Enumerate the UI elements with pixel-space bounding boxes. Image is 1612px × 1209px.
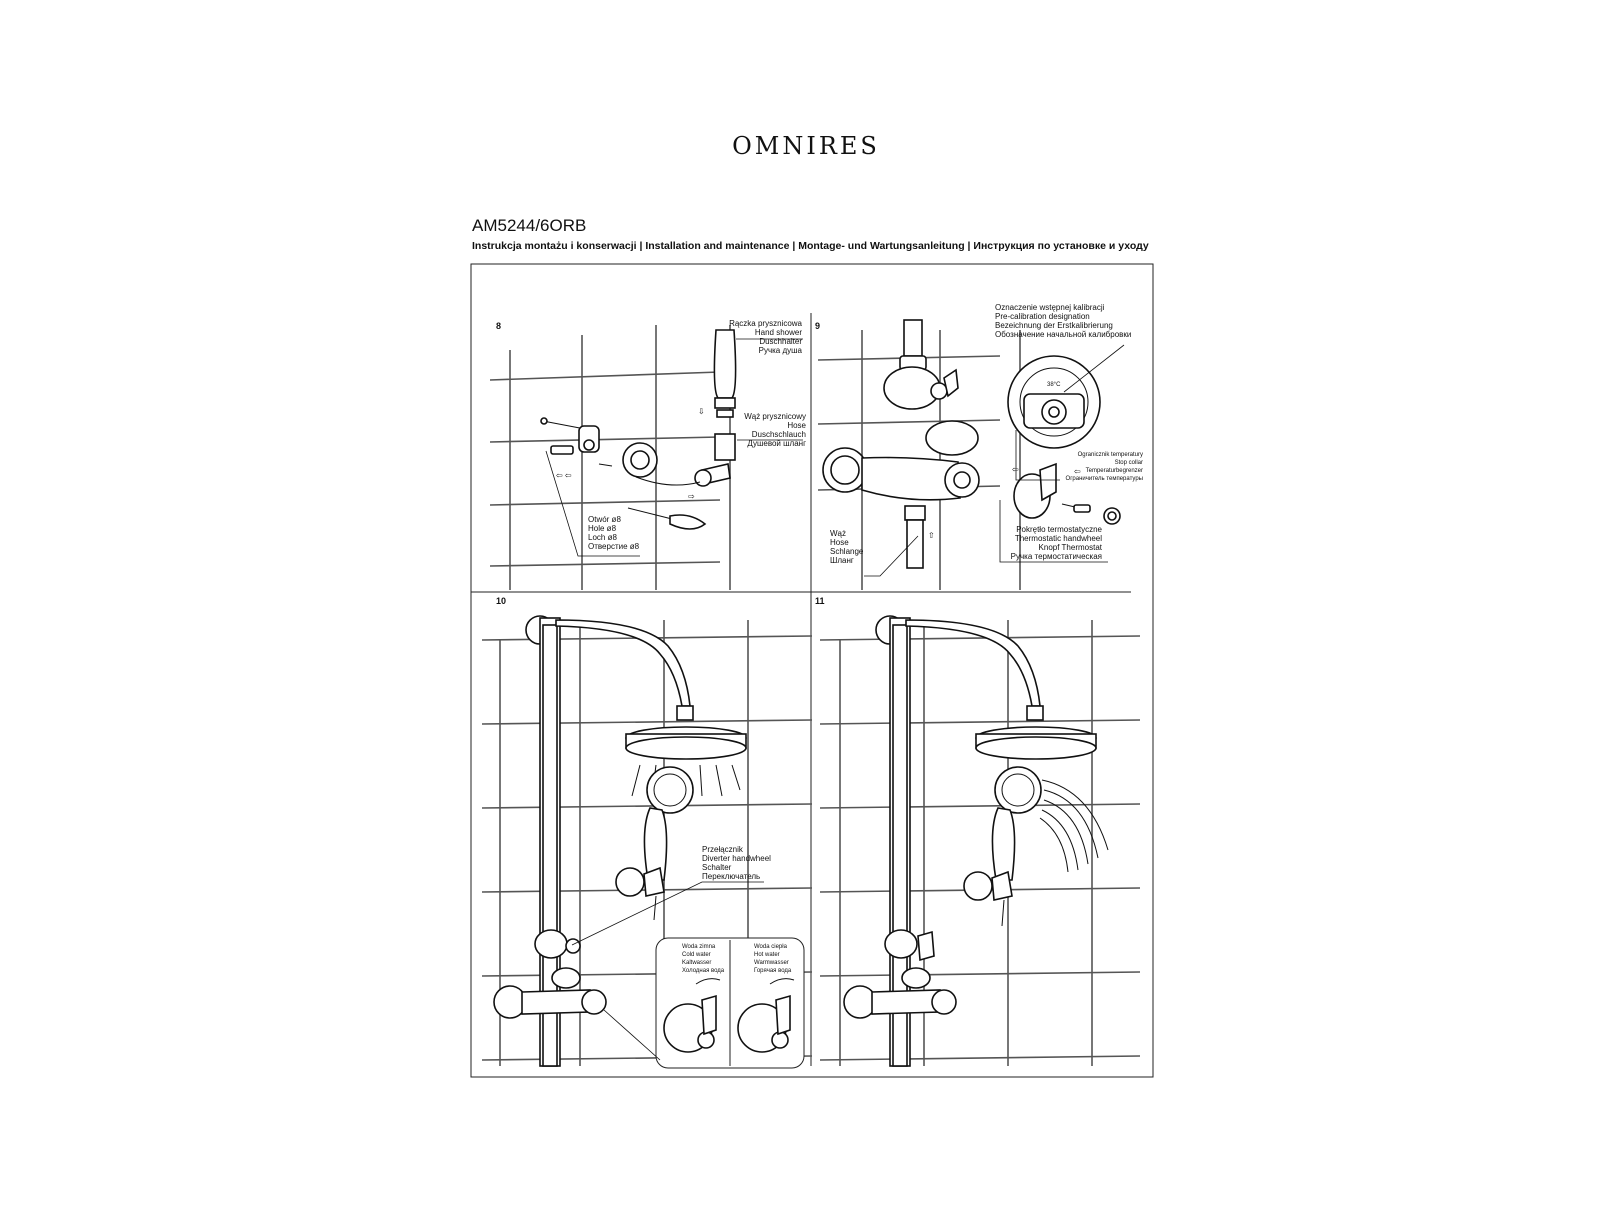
arrow-icon: ⇦ xyxy=(1074,467,1081,476)
svg-text:Knopf Thermostat: Knopf Thermostat xyxy=(1039,543,1103,552)
panel-number: 10 xyxy=(496,596,506,606)
leader-lines xyxy=(545,338,803,557)
label-hole: Otwór ø8 Hole ø8 Loch ø8 Отверстие ø8 xyxy=(588,515,640,551)
thermostatic-handwheel-icon: ⇦ ⇦ xyxy=(1012,462,1121,525)
svg-text:Горячая вода: Горячая вода xyxy=(754,968,792,974)
hot-cold-detail-inset: Woda zimna Cold water Kaltwasser Холодна… xyxy=(655,937,805,1069)
brand-logo: OMNIRES xyxy=(732,132,880,160)
svg-text:Переключатель: Переключатель xyxy=(702,872,760,881)
svg-text:Duschhalter: Duschhalter xyxy=(759,337,802,346)
label-hot-water: Woda ciepła Hot water Warmwasser Горячая… xyxy=(754,944,792,974)
hand-shower-icon: ⇩ ⇨ xyxy=(635,329,737,501)
thermostatic-mixer-icon: ⇧ xyxy=(822,319,980,569)
svg-text:Kaltwasser: Kaltwasser xyxy=(682,960,711,966)
panel-10: 10 xyxy=(482,596,812,1069)
svg-text:Ограничитель температуры: Ограничитель температуры xyxy=(1066,476,1143,482)
svg-text:Diverter handwheel: Diverter handwheel xyxy=(702,854,771,863)
panel-number: 9 xyxy=(815,321,820,331)
svg-text:Temperaturbegrenzer: Temperaturbegrenzer xyxy=(1086,468,1143,474)
svg-text:Rączka prysznicowa: Rączka prysznicowa xyxy=(729,319,802,328)
svg-text:Wąż prysznicowy: Wąż prysznicowy xyxy=(744,412,806,421)
panel-11: 11 xyxy=(815,596,1140,1067)
svg-text:Pokrętło termostatyczne: Pokrętło termostatyczne xyxy=(1016,525,1102,534)
svg-text:Hole ø8: Hole ø8 xyxy=(588,524,617,533)
calibration-detail-icon: 38°C xyxy=(1007,355,1101,449)
label-hose: Wąż prysznicowy Hose Duschschlauch Душев… xyxy=(744,412,806,448)
model-number: AM5244/6ORB xyxy=(472,216,587,235)
svg-text:Loch ø8: Loch ø8 xyxy=(588,533,617,542)
svg-text:Отверстие ø8: Отверстие ø8 xyxy=(588,542,640,551)
svg-text:Душевой шланг: Душевой шланг xyxy=(747,439,806,448)
leader-lines xyxy=(571,881,764,1061)
svg-text:Pre-calibration designation: Pre-calibration designation xyxy=(995,312,1090,321)
wall-tiles xyxy=(820,620,1140,1066)
arrow-icon: ⇦ ⇦ xyxy=(556,471,572,480)
svg-text:Холодная вода: Холодная вода xyxy=(682,968,725,974)
svg-text:Шланг: Шланг xyxy=(830,556,854,565)
label-pre-calibration: Oznaczenie wstępnej kalibracji Pre-calib… xyxy=(995,303,1131,339)
svg-text:Thermostatic handwheel: Thermostatic handwheel xyxy=(1015,534,1102,543)
svg-text:Ручка душа: Ручка душа xyxy=(759,346,803,355)
arrow-icon: ⇦ xyxy=(1012,465,1019,474)
document-subtitle: Instrukcja montażu i konserwacji | Insta… xyxy=(472,240,1149,252)
svg-text:Schlange: Schlange xyxy=(830,547,864,556)
svg-text:Cold water: Cold water xyxy=(682,952,711,958)
calibration-mark: 38°C xyxy=(1047,382,1061,388)
svg-text:Warmwasser: Warmwasser xyxy=(754,960,789,966)
svg-text:Bezeichnung der Erstkalibrieru: Bezeichnung der Erstkalibrierung xyxy=(995,321,1113,330)
leader-lines xyxy=(864,344,1125,577)
label-thermostatic-handwheel: Pokrętło termostatyczne Thermostatic han… xyxy=(1011,525,1103,561)
label-cold-water: Woda zimna Cold water Kaltwasser Холодна… xyxy=(682,944,725,974)
shower-column-icon xyxy=(843,615,1109,1067)
svg-text:Otwór ø8: Otwór ø8 xyxy=(588,515,621,524)
svg-text:Ogranicznik temperatury: Ogranicznik temperatury xyxy=(1078,452,1143,458)
svg-text:Duschschlauch: Duschschlauch xyxy=(752,430,806,439)
instruction-frame xyxy=(470,263,1154,1078)
svg-text:Hose: Hose xyxy=(787,421,806,430)
svg-text:Schalter: Schalter xyxy=(702,863,732,872)
screwdriver-icon xyxy=(627,507,707,530)
svg-text:Woda ciepła: Woda ciepła xyxy=(754,944,788,950)
svg-text:Przełącznik: Przełącznik xyxy=(702,845,744,854)
svg-text:Hot water: Hot water xyxy=(754,952,780,958)
panel-8: 8 ⇦ ⇦ ⇩ ⇨ xyxy=(490,319,807,590)
label-stop-collar: Ogranicznik temperatury Stop collar Temp… xyxy=(1066,452,1143,482)
svg-text:Wąż: Wąż xyxy=(830,529,846,538)
arrow-icon: ⇨ xyxy=(688,492,695,501)
svg-text:Oznaczenie wstępnej kalibracji: Oznaczenie wstępnej kalibracji xyxy=(995,303,1105,312)
shower-column-icon xyxy=(493,615,747,1067)
svg-text:Обозначение начальной калибров: Обозначение начальной калибровки xyxy=(995,330,1131,339)
panel-number: 8 xyxy=(496,321,501,331)
svg-text:Hose: Hose xyxy=(830,538,849,547)
water-spray-icon xyxy=(1039,779,1109,873)
panel-number: 11 xyxy=(815,596,825,606)
panel-9: 9 ⇧ xyxy=(815,303,1143,590)
arrow-down-icon: ⇩ xyxy=(698,407,705,416)
arrow-up-icon: ⇧ xyxy=(928,531,935,540)
label-hose: Wąż Hose Schlange Шланг xyxy=(830,529,864,565)
svg-text:Stop collar: Stop collar xyxy=(1115,460,1143,466)
svg-text:Woda zimna: Woda zimna xyxy=(682,944,716,950)
svg-text:Hand shower: Hand shower xyxy=(755,328,802,337)
svg-text:Ручка термостатическая: Ручка термостатическая xyxy=(1011,552,1102,561)
label-hand-shower: Rączka prysznicowa Hand shower Duschhalt… xyxy=(729,319,802,355)
label-diverter: Przełącznik Diverter handwheel Schalter … xyxy=(702,845,771,881)
wall-bracket-icon: ⇦ ⇦ xyxy=(540,417,658,480)
